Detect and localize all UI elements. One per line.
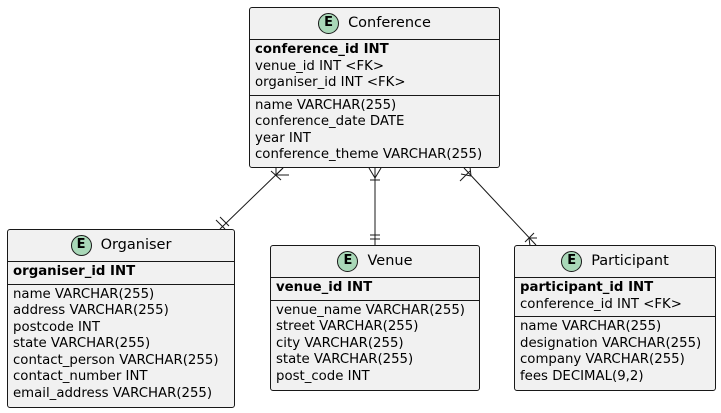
attribute-field: designation VARCHAR(255) — [520, 335, 702, 351]
attribute-field: name VARCHAR(255) — [13, 286, 155, 302]
attribute-field: address VARCHAR(255) — [13, 303, 169, 318]
relationship-conference-organiser — [215, 167, 289, 230]
attribute-field: name VARCHAR(255) — [255, 97, 397, 113]
entity-organiser[interactable]: E Organiser organiser_id INT name VARCHA… — [7, 229, 235, 408]
entity-venue-title: Venue — [367, 253, 413, 270]
entity-venue-keys: venue_id INT — [271, 278, 479, 301]
entity-conference-keys: conference_id INT venue_id INT <FK> orga… — [250, 40, 499, 96]
entity-participant[interactable]: E Participant participant_id INT confere… — [514, 245, 716, 391]
attribute-field: postcode INT — [13, 319, 101, 335]
entity-conference-header: E Conference — [250, 8, 499, 40]
relationship-conference-participant — [459, 166, 537, 247]
entity-participant-attributes: name VARCHAR(255) designation VARCHAR(25… — [515, 317, 715, 388]
primary-key-field: organiser_id INT — [13, 264, 136, 279]
primary-key-field: participant_id INT — [520, 280, 654, 295]
entity-icon: E — [318, 13, 340, 34]
entity-venue-header: E Venue — [271, 246, 479, 278]
foreign-key-field: organiser_id INT <FK> — [255, 75, 406, 90]
entity-icon: E — [70, 235, 92, 256]
attribute-field: conference_date DATE — [255, 114, 405, 129]
attribute-field: city VARCHAR(255) — [276, 335, 404, 351]
primary-key-field: conference_id INT — [255, 42, 389, 57]
attribute-field: street VARCHAR(255) — [276, 319, 419, 334]
attribute-field: state VARCHAR(255) — [13, 336, 151, 351]
entity-icon: E — [561, 251, 583, 272]
entity-venue[interactable]: E Venue venue_id INT venue_name VARCHAR(… — [270, 245, 480, 391]
entity-organiser-title: Organiser — [100, 237, 172, 254]
entity-organiser-attributes: name VARCHAR(255) address VARCHAR(255) p… — [8, 285, 234, 406]
attribute-field: state VARCHAR(255) — [276, 352, 414, 367]
entity-organiser-header: E Organiser — [8, 230, 234, 262]
attribute-field: post_code INT — [276, 368, 370, 384]
attribute-field: name VARCHAR(255) — [520, 319, 662, 334]
entity-participant-keys: participant_id INT conference_id INT <FK… — [515, 278, 715, 317]
entity-venue-attributes: venue_name VARCHAR(255) street VARCHAR(2… — [271, 301, 479, 389]
primary-key-field: venue_id INT — [276, 280, 373, 295]
entity-conference[interactable]: E Conference conference_id INT venue_id … — [249, 7, 500, 168]
attribute-field: contact_number INT — [13, 369, 148, 384]
attribute-field: year INT — [255, 130, 311, 146]
foreign-key-field: venue_id INT <FK> — [255, 58, 384, 74]
entity-participant-title: Participant — [591, 253, 669, 270]
entity-icon: E — [337, 251, 359, 272]
attribute-field: conference_theme VARCHAR(255) — [255, 147, 483, 162]
entity-conference-attributes: name VARCHAR(255) conference_date DATE y… — [250, 96, 499, 167]
attribute-field: fees DECIMAL(9,2) — [520, 368, 644, 384]
attribute-field: company VARCHAR(255) — [520, 352, 685, 367]
entity-participant-header: E Participant — [515, 246, 715, 278]
relationship-conference-venue — [368, 167, 382, 245]
attribute-field: venue_name VARCHAR(255) — [276, 302, 465, 318]
entity-organiser-keys: organiser_id INT — [8, 262, 234, 285]
entity-conference-title: Conference — [348, 15, 431, 32]
foreign-key-field: conference_id INT <FK> — [520, 296, 682, 312]
attribute-field: contact_person VARCHAR(255) — [13, 352, 219, 368]
attribute-field: email_address VARCHAR(255) — [13, 385, 213, 401]
